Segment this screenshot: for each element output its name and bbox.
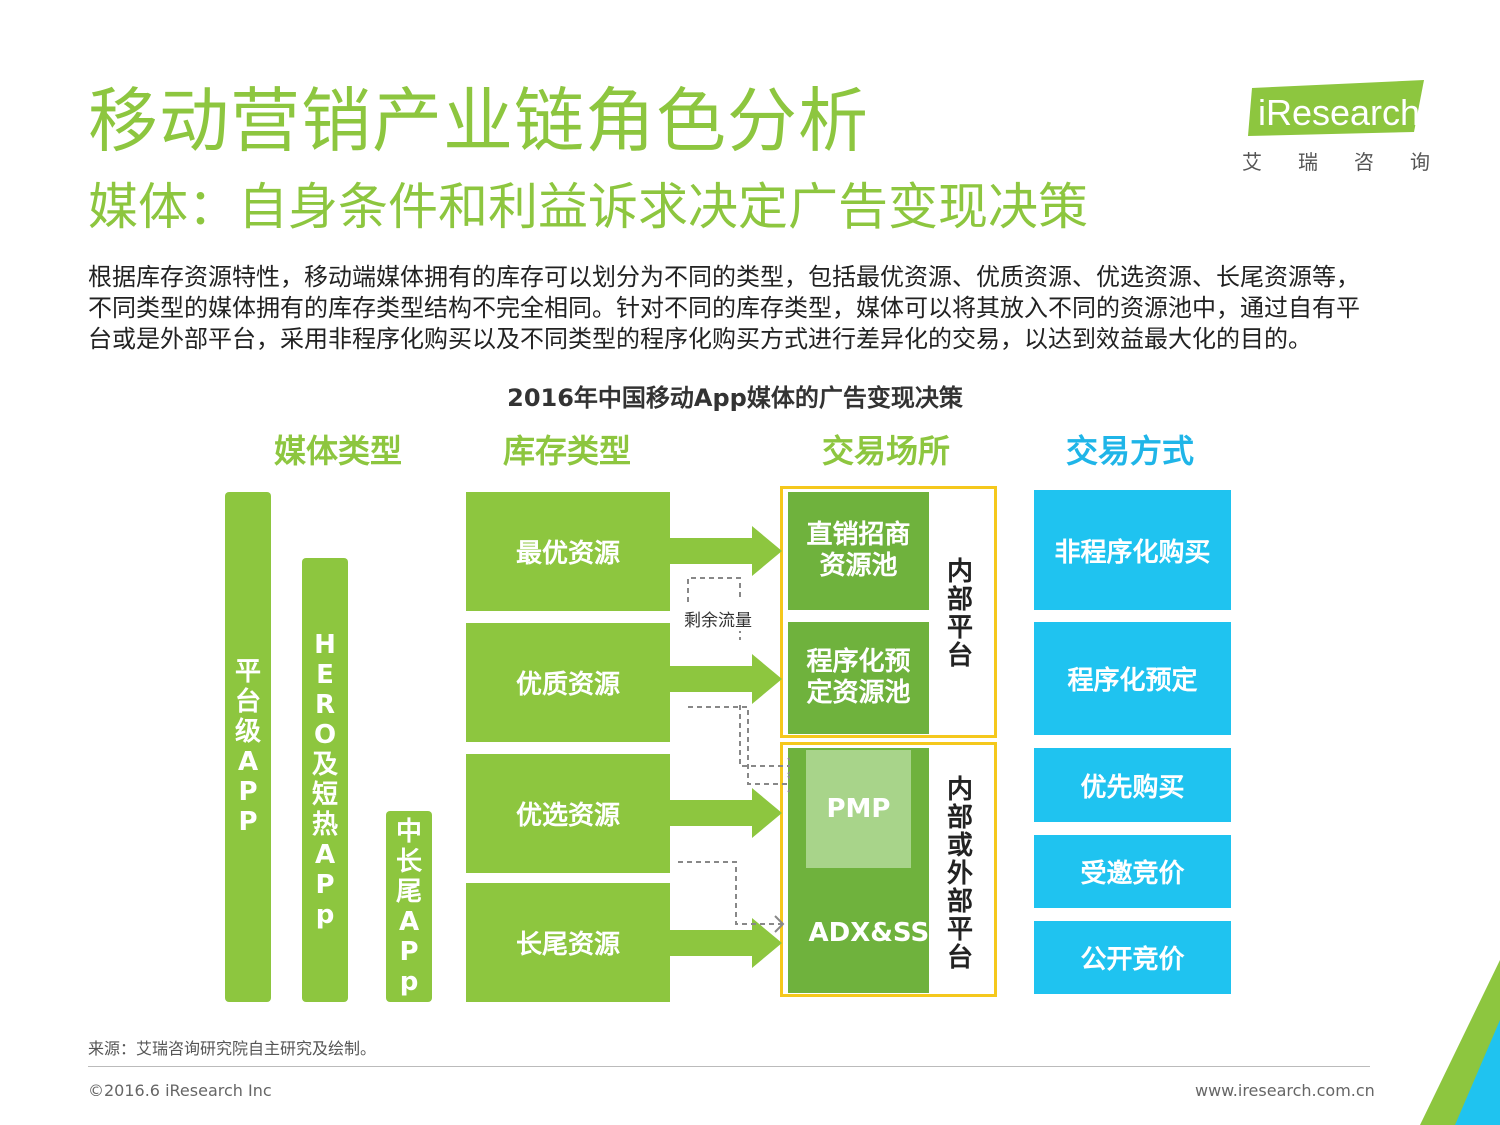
- pool-direct-sales: 直销招商资源池: [788, 492, 929, 610]
- logo-char: 艾: [1242, 150, 1262, 174]
- intro-line: 台或是外部平台，采用非程序化购买以及不同类型的程序化购买方式进行差异化的交易，以…: [88, 325, 1312, 353]
- inventory-box-quality: 优质资源: [466, 623, 670, 742]
- intro-line: 根据库存资源特性，移动端媒体拥有的库存可以划分为不同的类型，包括最优资源、优质资…: [88, 263, 1360, 291]
- method-box-open-auction: 公开竞价: [1034, 921, 1231, 994]
- iresearch-logo: iResearch 艾 瑞 咨 询: [1240, 80, 1430, 180]
- column-header-media: 媒体类型: [273, 432, 402, 470]
- dashed-connector: [739, 705, 790, 767]
- inventory-box-preferred: 优选资源: [466, 754, 670, 873]
- pool-label: 程序化预定资源池: [806, 647, 911, 708]
- dashed-connector: [678, 861, 782, 925]
- chevron-right-icon: [787, 775, 790, 793]
- media-bar-longtail: 中长尾APp: [386, 811, 432, 1002]
- logo-subtitle: 艾 瑞 咨 询: [1242, 146, 1430, 175]
- method-box-non-programmatic: 非程序化购买: [1034, 490, 1231, 610]
- footer-divider: [88, 1066, 1370, 1067]
- flow-arrows: [670, 526, 790, 968]
- media-bar-label: 平台级APP: [234, 657, 261, 837]
- pool-label: ADX&SSP: [808, 917, 949, 948]
- logo-char: 瑞: [1298, 150, 1318, 174]
- pool-programmatic-reserved: 程序化预定资源池: [788, 622, 929, 734]
- page-title: 移动营销产业链角色分析: [88, 80, 869, 162]
- venue-frame-mixed: [780, 742, 997, 997]
- logo-char: 咨: [1354, 150, 1374, 174]
- column-header-method: 交易方式: [1065, 432, 1194, 470]
- pool-label: 直销招商资源池: [806, 520, 911, 581]
- media-bar-hero: HERO及短热APp: [302, 558, 348, 1002]
- arrow-icon: [670, 654, 782, 704]
- surplus-traffic-label: 剩余流量: [682, 606, 754, 631]
- logo-wordmark: iResearch: [1258, 92, 1421, 133]
- column-header-venue: 交易场所: [821, 432, 950, 470]
- diagram-title: 2016年中国移动App媒体的广告变现决策: [507, 384, 963, 412]
- arrow-icon: [670, 918, 782, 968]
- chevron-right-icon: [774, 915, 785, 933]
- media-bar-platform: 平台级APP: [225, 492, 271, 1002]
- method-box-programmatic-reserved: 程序化预定: [1034, 622, 1231, 735]
- venue-frame-internal: [780, 486, 997, 738]
- pool-pmp: PMP: [806, 750, 911, 868]
- intro-paragraph: 根据库存资源特性，移动端媒体拥有的库存可以划分为不同的类型，包括最优资源、优质资…: [88, 262, 1418, 355]
- media-bar-label: 中长尾APp: [395, 816, 422, 997]
- pool-adx-ssp: ADX&SSP: [788, 896, 949, 970]
- method-box-invited-auction: 受邀竞价: [1034, 835, 1231, 908]
- intro-line: 不同类型的媒体拥有的库存类型结构不完全相同。针对不同的库存类型，媒体可以将其放入…: [88, 294, 1360, 322]
- copyright: ©2016.6 iResearch Inc: [88, 1081, 272, 1100]
- media-bar-label: HERO及短热APp: [311, 630, 338, 930]
- dashed-connector: [687, 577, 741, 602]
- column-header-inventory: 库存类型: [502, 432, 631, 470]
- corner-decoration-icon: [1420, 960, 1500, 1125]
- arrow-icon: [670, 788, 782, 838]
- method-box-preferred-deal: 优先购买: [1034, 748, 1231, 822]
- source-note: 来源：艾瑞咨询研究院自主研究及绘制。: [88, 1039, 377, 1058]
- page-subtitle: 媒体：自身条件和利益诉求决定广告变现决策: [88, 178, 1088, 236]
- platform-label-mixed: 内部或外部平台: [946, 775, 973, 973]
- dashed-connector: [688, 706, 790, 785]
- website-link[interactable]: www.iresearch.com.cn: [1195, 1081, 1375, 1100]
- logo-char: 询: [1410, 150, 1430, 174]
- inventory-box-longtail: 长尾资源: [466, 883, 670, 1002]
- logo-badge-icon: [1248, 80, 1424, 136]
- arrow-icon: [670, 526, 782, 576]
- inventory-box-best: 最优资源: [466, 492, 670, 611]
- platform-label-internal: 内部平台: [946, 557, 973, 671]
